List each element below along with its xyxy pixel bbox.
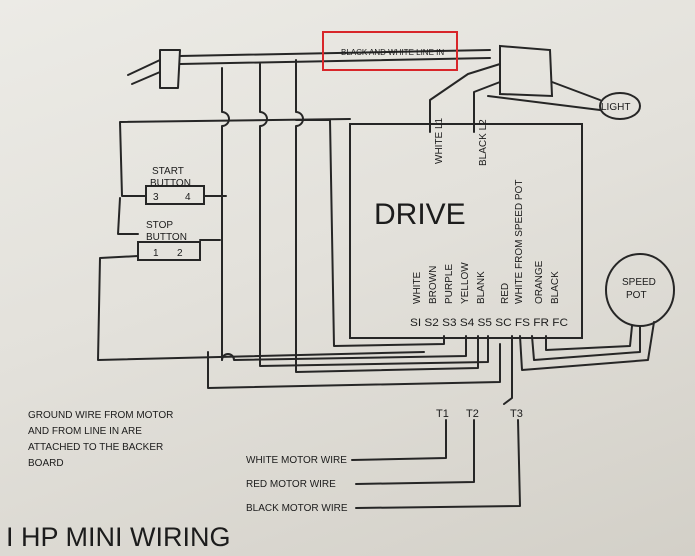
- ground-note-line-1: GROUND WIRE FROM MOTOR: [28, 410, 173, 421]
- start-term-4: 4: [185, 192, 191, 203]
- start-button-label-1: START: [152, 166, 184, 177]
- output-t2: T2: [466, 408, 479, 420]
- stop-term-2: 2: [177, 248, 183, 259]
- wire-color-orange: ORANGE: [534, 260, 545, 304]
- speed-pot-wire-1: [519, 321, 655, 371]
- start-loop-wire: [119, 118, 351, 197]
- light-wire-1: [487, 95, 601, 111]
- light-label: LIGHT: [601, 102, 630, 113]
- line-in-highlight: [322, 31, 458, 71]
- drive-box: [349, 123, 583, 339]
- black-motor-wire-label: BLACK MOTOR WIRE: [246, 503, 348, 514]
- start-button-label-2: BUTTON: [150, 178, 191, 189]
- l1-feed: [429, 63, 501, 133]
- plug-cord: [127, 59, 161, 76]
- bus-wire-a: [221, 67, 230, 361]
- top-feed-wire-1: [179, 49, 491, 57]
- stop-button-label-1: STOP: [146, 220, 173, 231]
- wire-color-purple: PURPLE: [444, 264, 455, 304]
- wire-color-white: WHITE: [412, 271, 423, 304]
- black-motor-lead: [355, 419, 521, 509]
- white-motor-wire-label: WHITE MOTOR WIRE: [246, 455, 347, 466]
- line-in-label: BLACK AND WHITE LINE IN: [341, 48, 444, 57]
- drive-terminal-labels: SI S2 S3 S4 S5 SC FS FR FC: [410, 317, 568, 329]
- red-motor-wire-label: RED MOTOR WIRE: [246, 479, 336, 490]
- ground-note-line-3: ATTACHED TO THE BACKER: [28, 442, 163, 453]
- speed-pot-label-1: SPEED: [622, 277, 656, 288]
- drive-label: DRIVE: [374, 198, 466, 231]
- light-symbol: [599, 92, 641, 120]
- wire-color-yellow: YELLOW: [460, 262, 471, 304]
- speed-pot-symbol: [605, 253, 675, 327]
- bus-wire-b: [259, 63, 268, 353]
- speed-pot-label-2: POT: [626, 290, 647, 301]
- wire-color-brown: BROWN: [428, 266, 439, 304]
- white-l1-label: WHITE L1: [434, 117, 445, 164]
- output-t3: T3: [510, 408, 523, 420]
- wire-color-blank: BLANK: [476, 271, 487, 304]
- stop-button-box: [137, 241, 201, 261]
- line-in-plug: [159, 49, 181, 89]
- ground-note-line-4: BOARD: [28, 458, 64, 469]
- wire-color-white-from-speed-pot: WHITE FROM SPEED POT: [514, 180, 525, 304]
- diagram-title: I HP MINI WIRING: [6, 522, 231, 552]
- bus-wire-c: [295, 59, 304, 351]
- top-feed-wire-2: [179, 57, 491, 65]
- l2-feed: [473, 81, 501, 133]
- black-l2-label: BLACK L2: [478, 119, 489, 166]
- ground-note-line-2: AND FROM LINE IN ARE: [28, 426, 142, 437]
- stop-term-1: 1: [153, 248, 159, 259]
- wires: [97, 49, 655, 509]
- red-motor-lead: [355, 419, 475, 485]
- return-wire-1: [207, 343, 501, 389]
- stop-button-label-2: BUTTON: [146, 232, 187, 243]
- start-button-box: [145, 185, 205, 205]
- light-wire-2: [551, 81, 601, 101]
- wire-color-red: RED: [500, 283, 511, 304]
- wire-color-black: BLACK: [550, 271, 561, 304]
- line-in-junction-box: [499, 44, 554, 98]
- start-term-3: 3: [153, 192, 159, 203]
- output-t1: T1: [436, 408, 449, 420]
- white-motor-lead: [351, 419, 447, 461]
